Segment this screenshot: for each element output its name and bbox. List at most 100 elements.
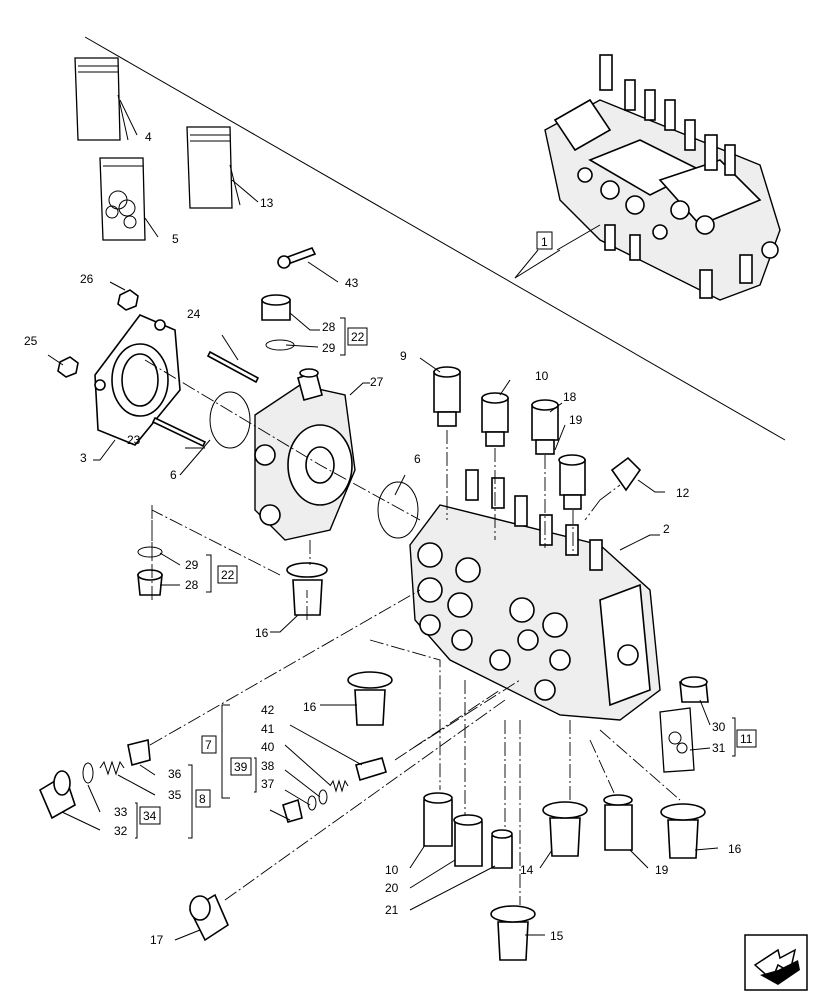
plug-30	[679, 676, 709, 703]
next-page-arrow-icon[interactable]	[744, 934, 808, 991]
callout-6-right: 6	[414, 452, 421, 466]
callout-18: 18	[563, 390, 577, 404]
callout-box-8	[195, 789, 211, 808]
callout-22-top: 22	[351, 330, 365, 344]
cap-9	[433, 366, 461, 427]
o-ring-33	[82, 762, 94, 784]
callout-10-bottom: 10	[385, 863, 399, 877]
callout-19-top: 19	[569, 413, 583, 427]
callout-35: 35	[168, 788, 182, 802]
o-ring-6-left	[209, 391, 251, 449]
section-divider-line	[84, 36, 786, 441]
callout-37: 37	[261, 777, 275, 791]
callout-box-22-left	[217, 565, 238, 584]
kit-bag-13	[186, 126, 241, 209]
callout-29-left: 29	[185, 558, 199, 572]
callout-5: 5	[172, 232, 179, 246]
bracket-12	[610, 456, 642, 492]
valve-body-2	[409, 469, 661, 721]
callout-13: 13	[260, 196, 274, 210]
leader-lines	[47, 99, 719, 941]
callout-40: 40	[261, 740, 275, 754]
poppet-36	[127, 738, 151, 767]
plug-28-left	[137, 546, 163, 596]
callout-32: 32	[114, 824, 128, 838]
plug-17	[188, 893, 230, 942]
flange-15	[490, 905, 536, 961]
callout-box-7	[201, 735, 217, 754]
callout-16-c: 16	[728, 842, 742, 856]
cartridge-10-bottom	[423, 792, 453, 847]
callout-31: 31	[712, 741, 726, 755]
callout-19-bottom: 19	[655, 863, 669, 877]
o-ring-38	[307, 795, 317, 811]
group-brackets	[135, 317, 736, 839]
callout-2: 2	[663, 522, 670, 536]
callout-box-34	[139, 806, 161, 825]
flange-14	[542, 801, 588, 857]
callout-20: 20	[385, 881, 399, 895]
spring-35	[99, 760, 125, 776]
seal-kit-bag-31	[659, 707, 695, 773]
flange-16-b	[347, 671, 393, 726]
inlet-section-27	[254, 368, 356, 541]
callout-27: 27	[370, 375, 384, 389]
callout-28-left: 28	[185, 578, 199, 592]
callout-41: 41	[261, 722, 275, 736]
plug-37	[282, 798, 303, 823]
callout-15: 15	[550, 929, 564, 943]
washer-40	[318, 789, 328, 805]
callout-26: 26	[80, 272, 94, 286]
spring-41	[329, 779, 349, 793]
callout-28-top: 28	[322, 320, 336, 334]
callout-30: 30	[712, 720, 726, 734]
callout-16-a: 16	[255, 626, 269, 640]
nut-25	[57, 356, 79, 378]
callout-43: 43	[345, 276, 359, 290]
cap-10-top	[481, 392, 509, 447]
callout-16-b: 16	[303, 700, 317, 714]
callout-9: 9	[400, 349, 407, 363]
callout-8: 8	[199, 792, 206, 806]
callout-3: 3	[80, 451, 87, 465]
callout-box-22-top	[347, 327, 368, 346]
callout-7: 7	[205, 738, 212, 752]
nut-26	[117, 289, 139, 311]
cap-19-top	[558, 454, 586, 510]
callout-34: 34	[143, 809, 157, 823]
callout-14: 14	[520, 863, 534, 877]
callout-box-1	[536, 231, 553, 250]
kit-bag-4	[74, 57, 129, 141]
callout-39: 39	[234, 760, 248, 774]
cartridge-19-bottom	[603, 794, 633, 851]
callout-labels: 1 2 3 4 5 6 6 7 8 9 10 10 11 12 13 14 15…	[24, 130, 757, 947]
plug-32	[38, 770, 76, 820]
callout-17: 17	[150, 933, 164, 947]
callout-36: 36	[168, 767, 182, 781]
callout-1: 1	[541, 235, 548, 249]
callout-box-11	[736, 729, 757, 748]
o-ring-6-right	[377, 481, 419, 539]
callout-10-top: 10	[535, 369, 549, 383]
flange-16-a	[286, 562, 328, 616]
callout-4: 4	[145, 130, 152, 144]
assembled-control-valve	[544, 54, 781, 301]
callout-29-top: 29	[322, 341, 336, 355]
plug-28-top	[261, 294, 295, 351]
callout-33: 33	[114, 805, 128, 819]
cartridge-21	[491, 829, 513, 869]
callout-38: 38	[261, 759, 275, 773]
flange-16-c	[660, 803, 706, 859]
callout-25: 25	[24, 334, 38, 348]
bolt-43	[277, 247, 317, 269]
assembly-axis-lines	[144, 359, 681, 905]
callout-11: 11	[740, 732, 753, 746]
callout-23: 23	[127, 433, 141, 447]
callout-22-left: 22	[221, 568, 235, 582]
cartridge-20	[453, 814, 483, 867]
callout-42: 42	[261, 703, 275, 717]
callout-12: 12	[676, 486, 690, 500]
cap-18	[531, 399, 559, 455]
